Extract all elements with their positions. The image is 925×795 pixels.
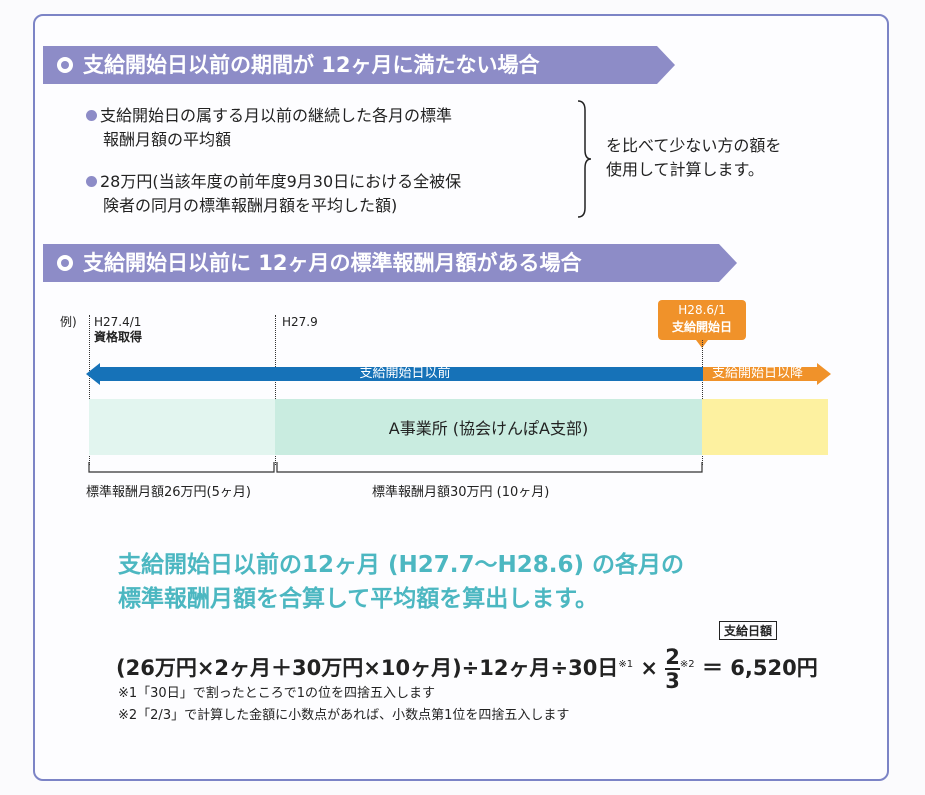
- section1-title: 支給開始日以前の期間が 12ヶ月に満たない場合: [83, 53, 540, 77]
- after-arrow-bar: [703, 363, 831, 385]
- right-brace-icon: [577, 100, 591, 218]
- section2-title: 支給開始日以前に 12ヶ月の標準報酬月額がある場合: [83, 251, 582, 275]
- office-label: A事業所 (協会けんぽA支部): [388, 419, 589, 438]
- bullet1-line1: 支給開始日の属する月以前の継続した各月の標準: [100, 106, 453, 125]
- compare-line1: を比べて少ない方の額を: [606, 136, 782, 155]
- bullet-item-average: 支給開始日の属する月以前の継続した各月の標準 報酬月額の平均額: [86, 104, 452, 152]
- calc-headline: 支給開始日以前の12ヶ月 (H27.7～H28.6) の各月の 標準報酬月額を合…: [118, 548, 684, 616]
- bullet1-line2: 報酬月額の平均額: [103, 130, 232, 149]
- note-mark2: ※2: [679, 659, 695, 670]
- headline-line2: 標準報酬月額を合算して平均額を算出します。: [118, 586, 599, 612]
- bullet-dot-icon: [86, 176, 97, 187]
- compare-line2: 使用して計算します。: [606, 160, 764, 179]
- note1: ※1「30日」で割ったところで1の位を四捨五入します: [118, 686, 435, 701]
- start-date-callout: H28.6/1 支給開始日: [658, 300, 746, 348]
- dashed-line-date1: [89, 315, 90, 465]
- dashed-line-date2: [275, 315, 276, 465]
- date2-label: H27.9: [282, 315, 318, 329]
- date1-event: 資格取得: [94, 330, 143, 344]
- frac-bar: [665, 668, 680, 670]
- section1-banner: 支給開始日以前の期間が 12ヶ月に満たない場合: [43, 46, 675, 84]
- after-band: [702, 399, 828, 455]
- frac-numerator: 2: [665, 645, 680, 669]
- section2-banner: 支給開始日以前に 12ヶ月の標準報酬月額がある場合: [43, 244, 737, 282]
- compare-note: を比べて少ない方の額を 使用して計算します。: [606, 134, 846, 182]
- after-label: 支給開始日以降: [712, 366, 804, 381]
- note-mark1: ※1: [618, 659, 634, 670]
- headline-line1: 支給開始日以前の12ヶ月 (H27.7～H28.6) の各月の: [118, 552, 685, 578]
- period-band-1: [89, 399, 275, 455]
- before-label: 支給開始日以前: [359, 366, 451, 381]
- range2-label: 標準報酬月額30万円 (10ヶ月): [372, 485, 550, 500]
- date1-label: H27.4/1: [94, 315, 142, 329]
- circle-bullet-icon: [57, 255, 73, 271]
- equals-sign: ＝: [701, 656, 723, 680]
- bullet-item-280k: 28万円(当該年度の前年度9月30日における全被保 険者の同月の標準報酬月額を平…: [86, 170, 461, 218]
- range-brackets: [88, 462, 703, 473]
- multiply-sign: ×: [640, 656, 658, 680]
- content-frame: [33, 14, 889, 781]
- date3-label: H28.6/1: [678, 303, 726, 317]
- bullet2-line1: 28万円(当該年度の前年度9月30日における全被保: [100, 172, 462, 191]
- frac-denominator: 3: [665, 669, 680, 693]
- before-arrow-bar: [86, 363, 703, 385]
- note2: ※2「2/3」で計算した金額に小数点があれば、小数点第1位を四捨五入します: [118, 708, 570, 723]
- office-band: [275, 399, 702, 455]
- result-tag: 支給日額: [719, 621, 778, 640]
- bullet2-line2: 険者の同月の標準報酬月額を平均した額): [103, 196, 398, 215]
- example-label: 例): [60, 315, 77, 329]
- circle-bullet-icon: [57, 57, 73, 73]
- bullet-dot-icon: [86, 110, 97, 121]
- formula-left: (26万円×2ヶ月＋30万円×10ヶ月)÷12ヶ月÷30日: [116, 656, 619, 680]
- date3-event: 支給開始日: [671, 320, 732, 334]
- result-value: 6,520円: [730, 656, 818, 680]
- range1-label: 標準報酬月額26万円(5ヶ月): [86, 485, 251, 500]
